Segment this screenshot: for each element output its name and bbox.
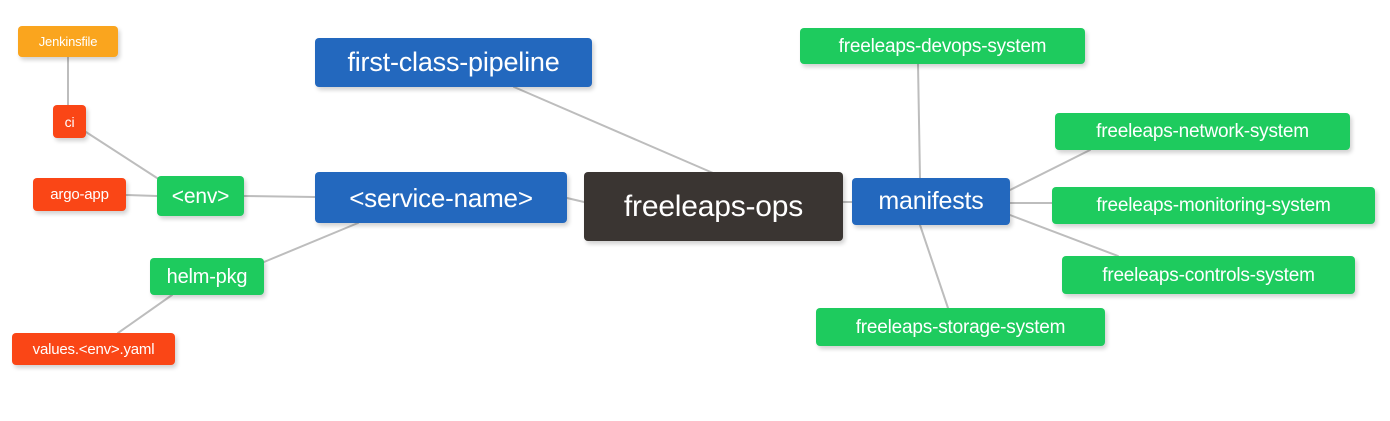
node-label-jenkinsfile: Jenkinsfile	[38, 34, 98, 49]
node-label-freeleaps-network-system: freeleaps-network-system	[1096, 121, 1309, 142]
node-freeleaps-network-system[interactable]: freeleaps-network-system	[1055, 113, 1350, 150]
node-label-helm-pkg: helm-pkg	[166, 265, 248, 288]
node-label-argo-app: argo-app	[50, 186, 109, 203]
node-jenkinsfile[interactable]: Jenkinsfile	[18, 26, 118, 57]
node-label-ci: ci	[64, 113, 75, 130]
node-label-freeleaps-monitoring-system: freeleaps-monitoring-system	[1096, 195, 1331, 216]
node-argo-app[interactable]: argo-app	[33, 178, 126, 211]
node-label-service-name: <service-name>	[349, 182, 533, 213]
node-label-manifests: manifests	[878, 187, 984, 215]
node-label-freeleaps-controls-system: freeleaps-controls-system	[1102, 264, 1315, 286]
node-label-freeleaps-storage-system: freeleaps-storage-system	[855, 316, 1066, 338]
edge-ops-servicename	[566, 197, 585, 203]
node-manifests[interactable]: manifests	[852, 178, 1010, 225]
edge-servicename-env	[243, 195, 316, 198]
node-label-env: <env>	[171, 184, 230, 208]
edge-manifests-storage	[919, 224, 949, 309]
edge-manifests-devops	[917, 63, 921, 179]
edge-manifests-network	[1009, 149, 1091, 191]
node-helm-pkg[interactable]: helm-pkg	[150, 258, 264, 295]
node-ci[interactable]: ci	[53, 105, 86, 138]
node-label-first-class-pipeline: first-class-pipeline	[347, 47, 560, 77]
node-env[interactable]: <env>	[157, 176, 244, 216]
node-freeleaps-controls-system[interactable]: freeleaps-controls-system	[1062, 256, 1355, 294]
edge-servicename-helmpkg	[263, 222, 359, 263]
node-first-class-pipeline[interactable]: first-class-pipeline	[315, 38, 592, 87]
node-label-freeleaps-devops-system: freeleaps-devops-system	[838, 35, 1047, 57]
node-label-values-yaml: values.<env>.yaml	[32, 340, 155, 358]
node-values-yaml[interactable]: values.<env>.yaml	[12, 333, 175, 365]
node-freeleaps-monitoring-system[interactable]: freeleaps-monitoring-system	[1052, 187, 1375, 224]
edge-ops-pipeline	[513, 86, 714, 174]
node-freeleaps-ops[interactable]: freeleaps-ops	[584, 172, 843, 241]
node-freeleaps-devops-system[interactable]: freeleaps-devops-system	[800, 28, 1085, 64]
edge-env-argoapp	[125, 194, 158, 197]
node-label-freeleaps-ops: freeleaps-ops	[623, 189, 804, 223]
edge-env-ci	[85, 131, 158, 179]
node-service-name[interactable]: <service-name>	[315, 172, 567, 223]
node-freeleaps-storage-system[interactable]: freeleaps-storage-system	[816, 308, 1105, 346]
edge-helmpkg-values	[117, 294, 173, 334]
